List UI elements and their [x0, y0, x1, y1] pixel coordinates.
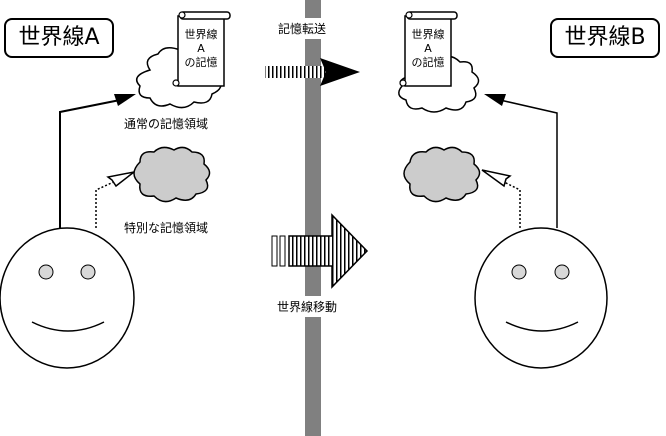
special-memory-cloud-right: [403, 146, 481, 203]
eye-right-2: [554, 264, 570, 280]
memory-transfer-arrow: [265, 58, 360, 86]
worldline-move-arrow: [271, 213, 369, 289]
eye-left-2: [80, 264, 96, 280]
recall-arrow-right: [499, 99, 558, 228]
face-left: [0, 227, 135, 369]
worldline-a-title: 世界線A: [4, 18, 114, 58]
memory-scroll-right: [399, 11, 458, 87]
arrowhead-left-special: [106, 171, 135, 188]
memory-scroll-left: [172, 11, 231, 87]
dotted-arrow-left: [95, 179, 119, 228]
worldline-divider: [305, 0, 321, 436]
eye-left-1: [38, 264, 54, 280]
normal-memory-label: 通常の記憶領域: [124, 117, 209, 131]
mouth-right: [505, 321, 579, 332]
worldline-move-label: 世界線移動: [275, 296, 340, 317]
mouth-left: [31, 321, 105, 332]
worldline-b-title: 世界線B: [550, 18, 660, 58]
dotted-arrow-right: [499, 179, 521, 228]
arrowhead-right-special: [481, 169, 512, 188]
special-memory-cloud-left: [133, 146, 211, 203]
scroll-right-line2: A: [424, 42, 432, 55]
special-memory-label: 特別な記憶領域: [124, 221, 209, 235]
scroll-left-line1: 世界線: [184, 28, 218, 41]
scroll-right-line1: 世界線: [411, 28, 445, 41]
scroll-left-line3: の記憶: [184, 56, 218, 69]
arrowhead-right-normal: [484, 94, 506, 106]
face-right: [474, 227, 608, 369]
eye-right-1: [511, 264, 527, 280]
arrowhead-left-normal: [114, 94, 136, 106]
recall-arrow-left: [59, 99, 121, 228]
worldline-b-title-text: 世界線B: [564, 25, 646, 50]
scroll-text-right: 世界線 A の記憶: [407, 28, 449, 70]
scroll-text-left: 世界線 A の記憶: [180, 28, 222, 70]
memory-transfer-label: 記憶転送: [276, 18, 329, 39]
scroll-left-line2: A: [197, 42, 205, 55]
scroll-right-line3: の記憶: [411, 56, 445, 69]
worldline-a-title-text: 世界線A: [18, 25, 100, 50]
